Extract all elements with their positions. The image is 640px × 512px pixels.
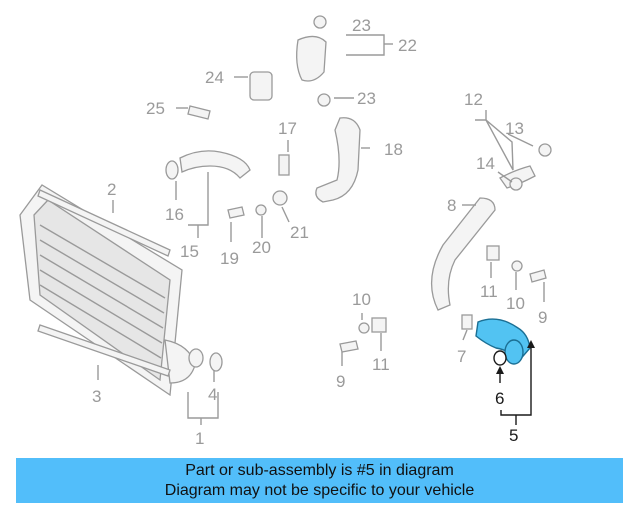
callout-9-right: 9 — [538, 308, 547, 327]
callout-7: 7 — [457, 347, 466, 366]
sensor-24-part — [249, 71, 273, 101]
callout-10-right: 10 — [506, 294, 525, 313]
callout-15: 15 — [180, 242, 199, 261]
callout-11-right: 11 — [480, 282, 498, 301]
clamp-14-part — [509, 177, 523, 191]
air-guide-lower-part — [37, 324, 171, 377]
clamp-23-lower-part — [317, 93, 331, 107]
callout-4: 4 — [208, 385, 217, 404]
charge-hose-22-part — [296, 35, 327, 82]
banner-line-2: Diagram may not be specific to your vehi… — [164, 481, 475, 499]
callout-23-upper: 23 — [352, 16, 371, 35]
seal-ring-4-part — [209, 352, 223, 372]
charge-hose-15-part — [179, 150, 251, 179]
callout-12: 12 — [464, 90, 483, 109]
callout-13: 13 — [505, 119, 524, 138]
grommet-11-middle-part — [371, 317, 387, 333]
grommet-11-right-part — [486, 245, 500, 261]
callout-5: 5 — [509, 426, 518, 445]
callout-19: 19 — [220, 249, 239, 268]
callout-14: 14 — [476, 154, 495, 173]
bolt-19-part — [227, 206, 245, 219]
charge-pipe-18-part — [315, 117, 361, 203]
callout-3: 3 — [92, 387, 101, 406]
air-guide-upper-part — [37, 189, 171, 257]
nut-20-part — [255, 204, 267, 216]
charge-hose-5-end-highlighted — [504, 339, 524, 365]
bolt-25-part — [187, 105, 211, 120]
callout-25: 25 — [146, 99, 165, 118]
callout-24: 24 — [205, 68, 224, 87]
leader-lines — [97, 34, 545, 425]
clamp-13-part — [538, 143, 552, 157]
seal-ring-16-part — [165, 160, 179, 180]
callout-20: 20 — [252, 238, 271, 257]
seal-ring-6-part — [493, 350, 507, 366]
callout-22: 22 — [398, 36, 417, 55]
callout-1: 1 — [195, 429, 204, 448]
callout-16: 16 — [165, 205, 184, 224]
nut-10-right-part — [511, 260, 523, 272]
bolt-9-right-part — [529, 269, 547, 283]
bracket-17-part — [278, 154, 290, 176]
nut-10-middle-part — [358, 322, 370, 334]
arrow-5 — [527, 340, 535, 348]
callout-9-middle: 9 — [336, 372, 345, 391]
bracket-7-part — [461, 314, 473, 330]
info-banner: Part or sub-assembly is #5 in diagram Di… — [16, 458, 623, 503]
callout-6: 6 — [495, 389, 504, 408]
charge-pipe-8-part — [430, 197, 496, 311]
callout-23-lower: 23 — [357, 89, 376, 108]
callout-21: 21 — [290, 223, 309, 242]
clamp-23-upper-part — [313, 15, 327, 29]
callout-17: 17 — [278, 119, 297, 138]
banner-line-1: Part or sub-assembly is #5 in diagram — [185, 461, 454, 479]
callout-8: 8 — [447, 196, 456, 215]
grommet-21-part — [272, 190, 288, 206]
callout-10-middle: 10 — [352, 290, 371, 309]
arrow-6 — [496, 366, 504, 374]
callout-11-middle: 11 — [372, 355, 390, 374]
callout-2: 2 — [107, 180, 116, 199]
callout-18: 18 — [384, 140, 403, 159]
bolt-9-middle-part — [339, 340, 359, 353]
parts-diagram: 1 2 3 4 5 6 7 8 9 9 10 10 11 11 12 13 14… — [19, 15, 552, 448]
intercooler-part — [19, 184, 204, 397]
